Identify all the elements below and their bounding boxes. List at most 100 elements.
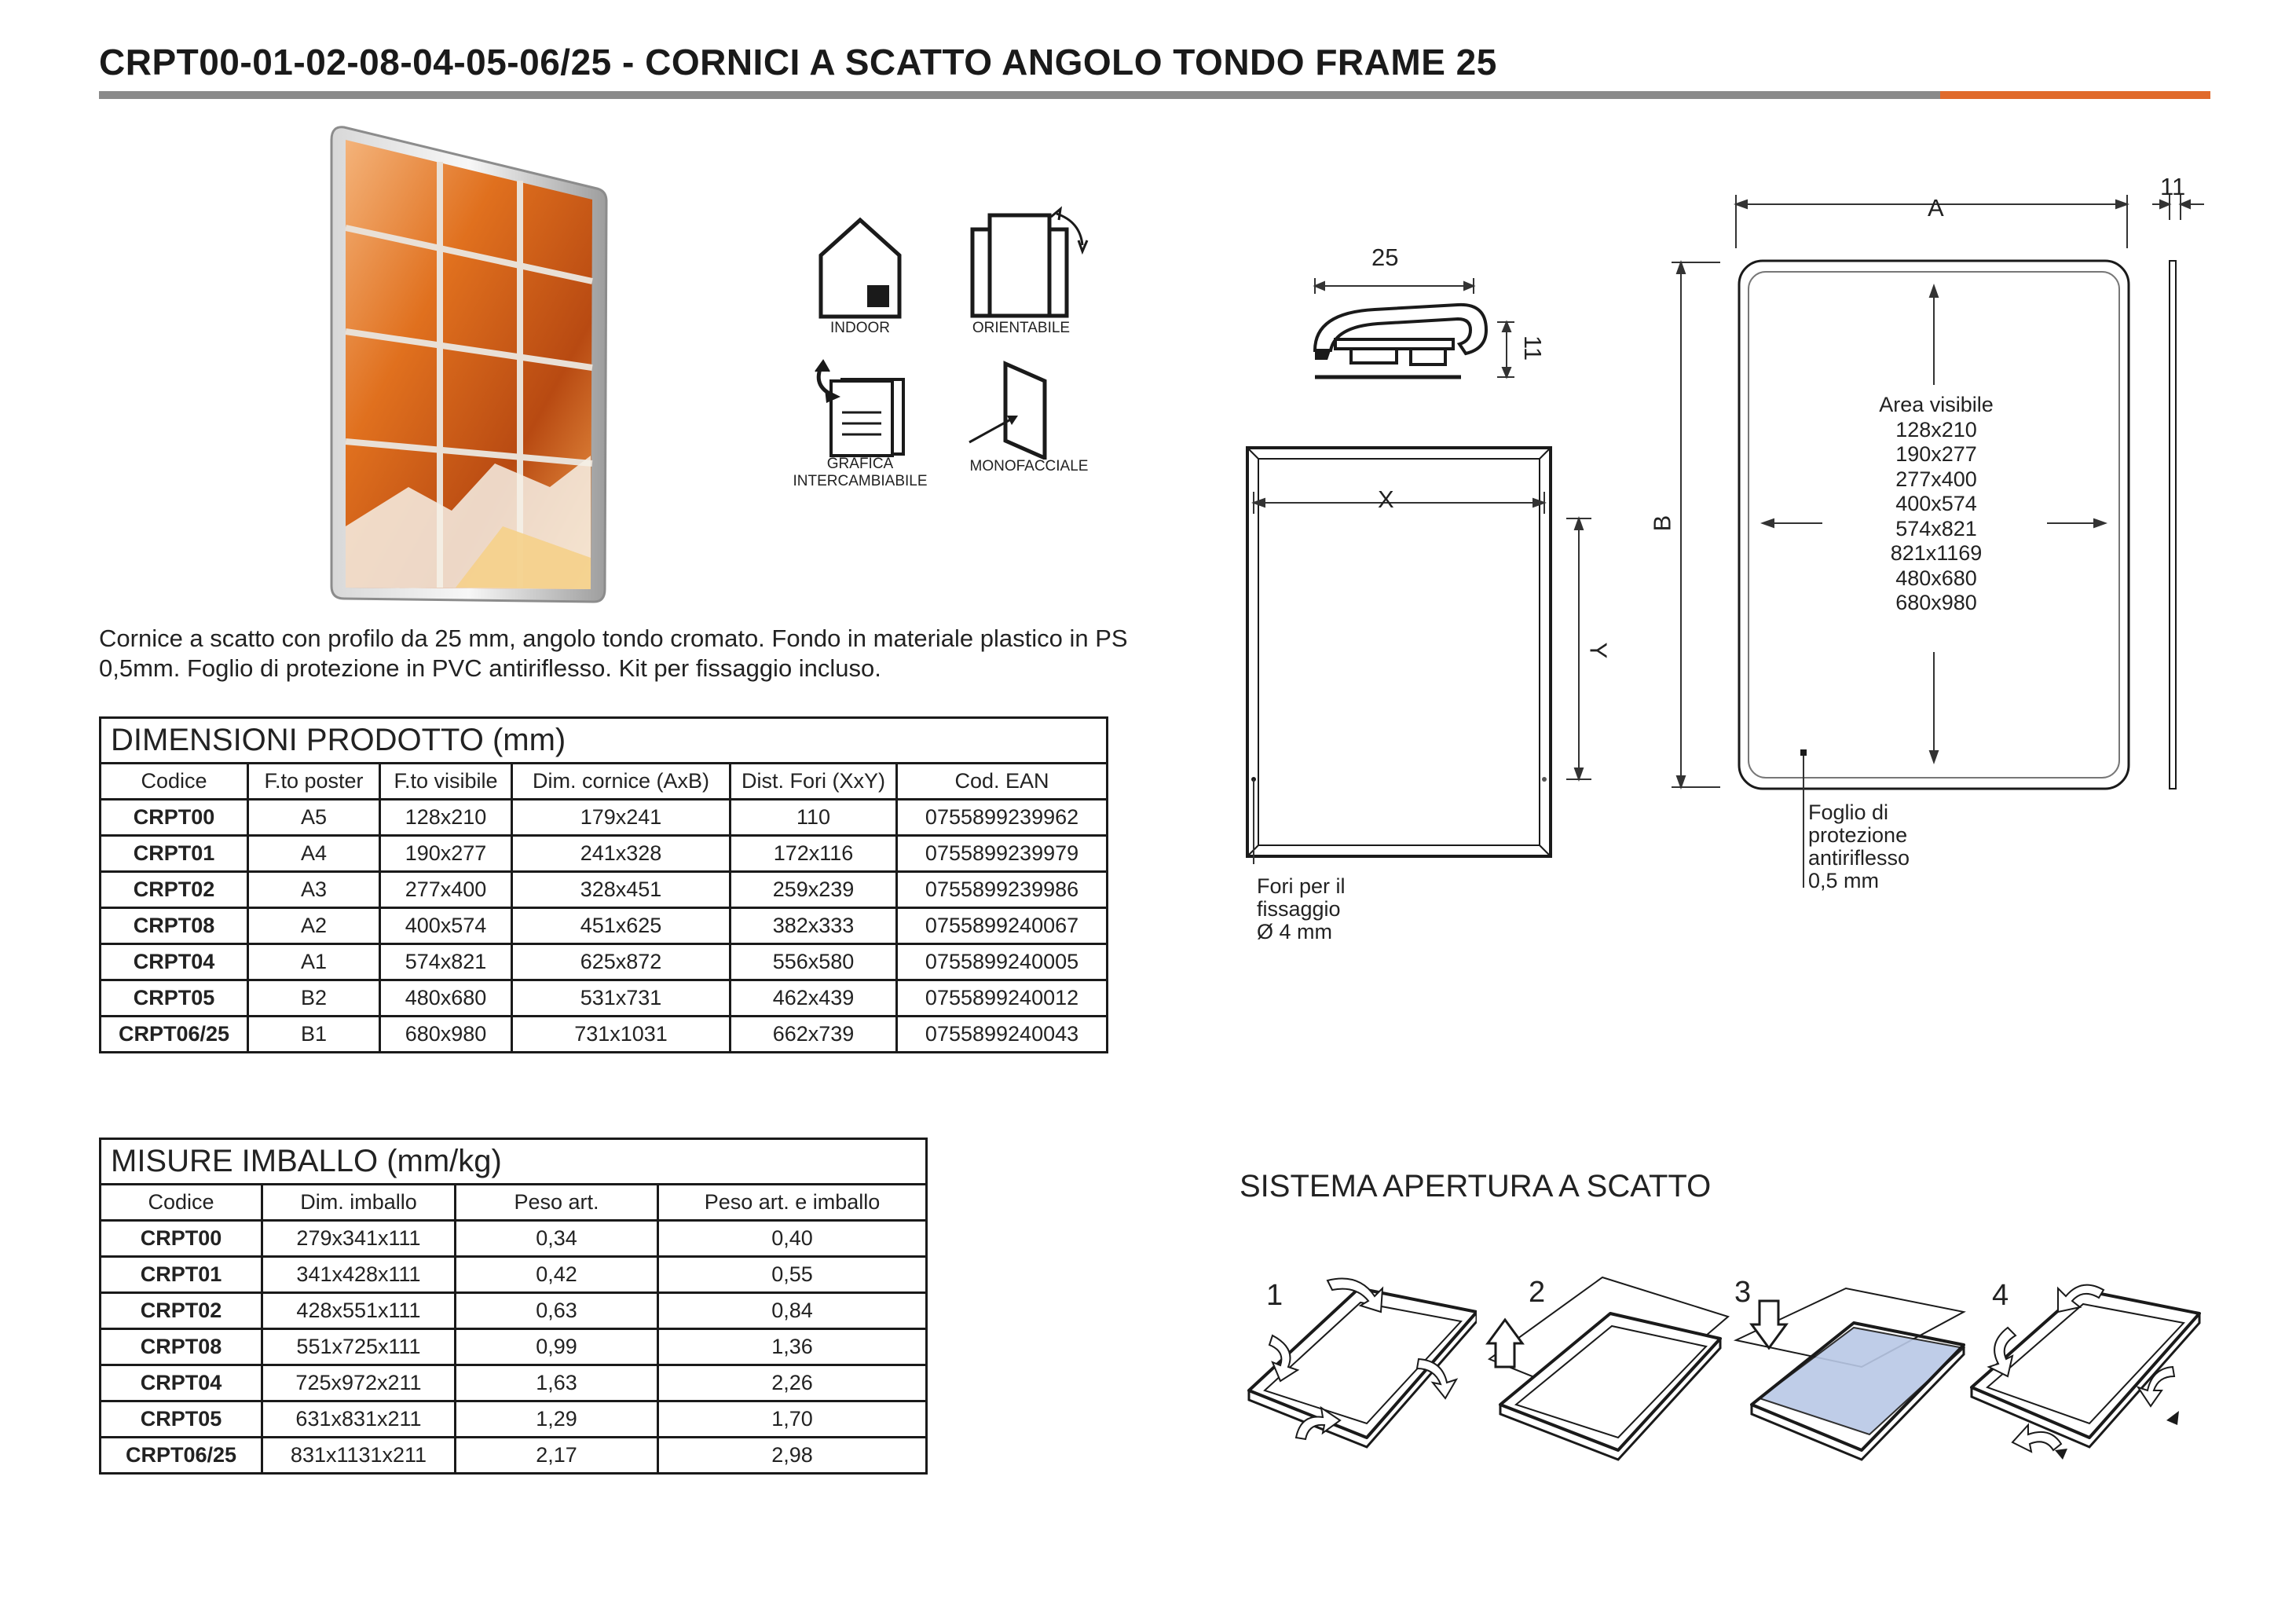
table-caption: MISURE IMBALLO (mm/kg) [98,1138,928,1185]
frame-front-drawing [1672,195,2204,888]
table-cell: 625x872 [511,943,731,981]
table-cell: 0755899240005 [895,943,1109,981]
table-cell: 1,70 [656,1400,928,1438]
column-header: Dim. imballo [261,1183,456,1222]
step-1-illustration [1247,1277,1477,1449]
table-cell: CRPT01 [99,834,249,873]
table-cell: 462x439 [729,979,898,1017]
note-line: fissaggio [1257,897,1341,921]
dimension-label: 11 [2160,173,2186,200]
table-cell: 2,17 [454,1436,659,1475]
note-line: protezione [1808,823,1908,847]
table-cell: 179x241 [511,798,731,837]
dimension-label: 11 [1519,335,1547,361]
table-row: CRPT00 A5 128x210 179x241 110 0755899239… [99,798,1109,837]
table-cell: B1 [247,1015,381,1053]
table-cell: 1,63 [454,1364,659,1402]
area-size: 680x980 [1895,591,1977,614]
table-cell: 556x580 [729,943,898,981]
table-cell: 1,29 [454,1400,659,1438]
table-cell: 1,36 [656,1328,928,1366]
table-cell: CRPT02 [99,870,249,909]
table-cell: 0755899239962 [895,798,1109,837]
table-cell: CRPT06/25 [99,1015,249,1053]
table-cell: 480x680 [379,979,513,1017]
area-size: 277x400 [1895,467,1977,491]
table-cell: A3 [247,870,381,909]
step-number: 3 [1734,1276,1752,1309]
step-number: 4 [1992,1279,2009,1312]
table-cell: 831x1131x211 [261,1436,456,1475]
note-line: 0,5 mm [1808,869,1880,892]
table-cell: 241x328 [511,834,731,873]
note-line: antiriflesso [1808,846,1910,870]
table-cell: 680x980 [379,1015,513,1053]
holes-note: Fori per il fissaggio Ø 4 mm [1257,875,1346,943]
table-cell: A5 [247,798,381,837]
table-cell: 0,42 [454,1255,659,1294]
column-header: Cod. EAN [895,762,1109,801]
product-photo [330,126,608,603]
table-cell: 128x210 [379,798,513,837]
note-line: Fori per il [1257,874,1346,898]
table-cell: 0,40 [656,1219,928,1258]
table-cell: CRPT08 [99,1328,263,1366]
table-cell: 0,55 [656,1255,928,1294]
table-cell: 0,84 [656,1291,928,1330]
table-cell: CRPT04 [99,1364,263,1402]
step-number: 2 [1529,1276,1546,1309]
table-cell: 551x725x111 [261,1328,456,1366]
table-cell: CRPT05 [99,979,249,1017]
dimension-label: A [1928,194,1944,222]
table-caption: DIMENSIONI PRODOTTO (mm) [98,716,1109,764]
profile-section-drawing [1313,278,1514,379]
dimensions-table: DIMENSIONI PRODOTTO (mm) Codice F.to pos… [98,716,1109,1053]
column-header: F.to visibile [379,762,513,801]
table-cell: 0755899239979 [895,834,1109,873]
table-cell: 428x551x111 [261,1291,456,1330]
table-header-row: Codice F.to poster F.to visibile Dim. co… [99,762,1109,801]
dimension-label: X [1378,485,1394,513]
visible-area-list: Area visibile 128x210 190x277 277x400 40… [1822,393,2050,616]
column-header: Dist. Fori (XxY) [729,762,898,801]
title-rule [99,91,1940,99]
feature-label: INDOOR [830,320,890,336]
protection-sheet-note: Foglio di protezione antiriflesso 0,5 mm [1808,801,1910,892]
table-cell: 2,26 [656,1364,928,1402]
swap-sheets-icon [815,359,905,457]
table-cell: CRPT00 [99,1219,263,1258]
table-cell: A4 [247,834,381,873]
table-cell: 172x116 [729,834,898,873]
table-cell: A1 [247,943,381,981]
table-row: CRPT05 B2 480x680 531x731 462x439 075589… [99,979,1109,1017]
table-cell: 279x341x111 [261,1219,456,1258]
table-cell: 0,63 [454,1291,659,1330]
house-icon [818,217,902,319]
table-row: CRPT08 551x725x111 0,99 1,36 [99,1328,928,1366]
table-cell: 259x239 [729,870,898,909]
table-cell: CRPT04 [99,943,249,981]
table-cell: 0755899239986 [895,870,1109,909]
table-cell: CRPT02 [99,1291,263,1330]
table-cell: CRPT06/25 [99,1436,263,1475]
area-title: Area visibile [1879,393,1994,416]
table-cell: 0,99 [454,1328,659,1366]
table-cell: 725x972x211 [261,1364,456,1402]
table-cell: 277x400 [379,870,513,909]
table-cell: 451x625 [511,907,731,945]
table-row: CRPT00 279x341x111 0,34 0,40 [99,1219,928,1258]
table-row: CRPT04 725x972x211 1,63 2,26 [99,1364,928,1402]
feature-label: MONOFACCIALE [969,458,1089,474]
dimension-label: Y [1584,642,1613,659]
title-rule-accent [1940,91,2210,99]
table-row: CRPT06/25 831x1131x211 2,17 2,98 [99,1436,928,1475]
area-size: 128x210 [1895,417,1977,441]
table-row: CRPT02 A3 277x400 328x451 259x239 075589… [99,870,1109,909]
page-title: CRPT00-01-02-08-04-05-06/25 - CORNICI A … [99,42,1497,82]
table-row: CRPT08 A2 400x574 451x625 382x333 075589… [99,907,1109,945]
table-cell: CRPT08 [99,907,249,945]
table-row: CRPT01 341x428x111 0,42 0,55 [99,1255,928,1294]
note-line: Ø 4 mm [1257,920,1333,943]
area-size: 821x1169 [1890,541,1983,565]
table-row: CRPT01 A4 190x277 241x328 172x116 075589… [99,834,1109,873]
